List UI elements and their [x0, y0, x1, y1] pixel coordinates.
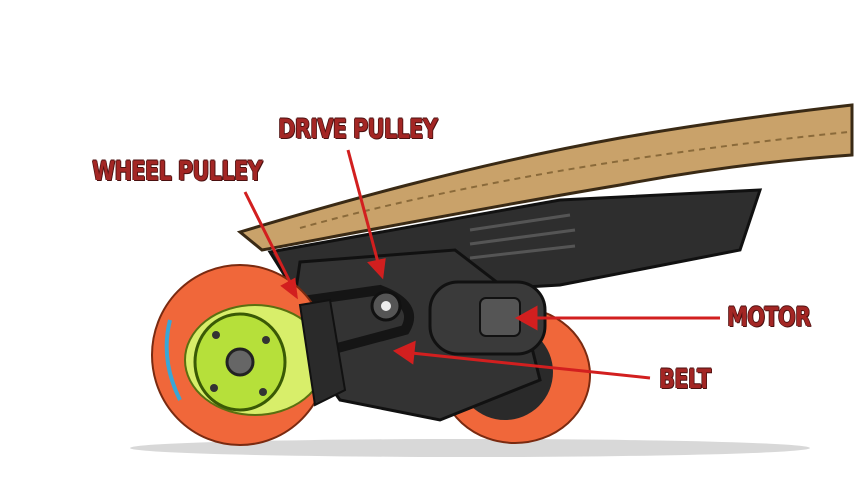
- bolt: [212, 331, 220, 339]
- motor-endcap: [479, 297, 521, 337]
- label-wheel-pulley: WHEEL PULLEY: [92, 156, 263, 187]
- arrow-head-icon: [280, 277, 298, 300]
- drive-pulley-axle: [381, 301, 391, 311]
- arrow-wheel-pulley: [243, 191, 298, 295]
- skateboard-deck: [236, 103, 854, 252]
- arrow-drive-pulley: [346, 149, 382, 271]
- deck-grain: [299, 131, 849, 229]
- arrow-head-icon: [367, 258, 386, 280]
- label-drive-pulley: DRIVE PULLEY: [278, 114, 438, 145]
- ground-shadow: [130, 439, 810, 457]
- arrow-belt: [401, 350, 651, 380]
- axle-nut: [225, 347, 255, 377]
- bolt: [259, 388, 267, 396]
- label-motor: MOTOR: [727, 302, 811, 333]
- pulley-gear-ring: [298, 298, 347, 407]
- wheel-stripe: [164, 319, 182, 401]
- bolt: [262, 336, 270, 344]
- arrow-head-icon: [392, 340, 416, 365]
- bolt: [210, 384, 218, 392]
- arrow-head-icon: [514, 305, 538, 331]
- enclosure-ribs: [469, 213, 576, 260]
- label-belt: BELT: [659, 364, 711, 395]
